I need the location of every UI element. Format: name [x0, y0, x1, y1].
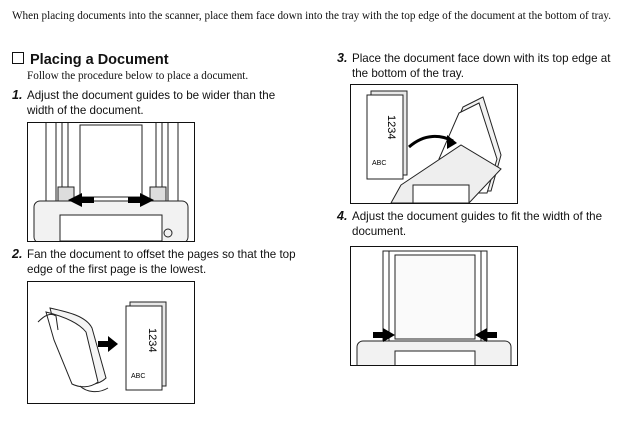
scanner-guides-fit-illustration: [356, 250, 512, 365]
step-text: Fan the document to offset the pages so …: [27, 248, 296, 276]
step-number: 4.: [337, 209, 348, 223]
right-arrow-icon: [373, 328, 395, 342]
section-subtitle: Follow the procedure below to place a do…: [27, 70, 249, 82]
scanner-guides-illustration: [33, 123, 189, 241]
step-2: 2. Fan the document to offset the pages …: [12, 247, 312, 277]
step-1: 1. Adjust the document guides to be wide…: [12, 88, 302, 118]
step-text: Place the document face down with its to…: [352, 52, 611, 80]
fanning-document-illustration: 1234 ABC: [37, 301, 167, 393]
right-arrow-icon: [128, 193, 154, 207]
step-4: 4. Adjust the document guides to fit the…: [337, 209, 622, 239]
section-heading: Placing a Document: [12, 52, 169, 68]
page-number-label: 1234: [385, 115, 397, 139]
figure-guides-wide: [27, 122, 195, 242]
figure-place-document: 1234 ABC: [350, 84, 518, 204]
page-code-label: ABC: [131, 373, 145, 380]
left-arrow-icon: [475, 328, 497, 342]
place-document-illustration: 1234 ABC: [366, 90, 502, 203]
step-number: 3.: [337, 51, 348, 65]
left-arrow-icon: [68, 193, 94, 207]
step-text: Adjust the document guides to be wider t…: [27, 89, 276, 117]
step-text: Adjust the document guides to fit the wi…: [352, 210, 603, 238]
figure-guides-fit: [350, 246, 518, 366]
step-number: 1.: [12, 88, 23, 102]
figure-fan-document: 1234 ABC: [27, 281, 195, 404]
intro-paragraph: When placing documents into the scanner,…: [12, 10, 612, 22]
curved-arrow-head-icon: [447, 135, 457, 149]
checkbox-square-icon: [12, 52, 24, 64]
page-number-label: 1234: [146, 328, 158, 352]
page-code-label: ABC: [372, 160, 386, 167]
arrow-right-icon: [98, 336, 118, 352]
step-number: 2.: [12, 247, 23, 261]
step-3: 3. Place the document face down with its…: [337, 51, 617, 81]
section-title: Placing a Document: [30, 52, 169, 68]
